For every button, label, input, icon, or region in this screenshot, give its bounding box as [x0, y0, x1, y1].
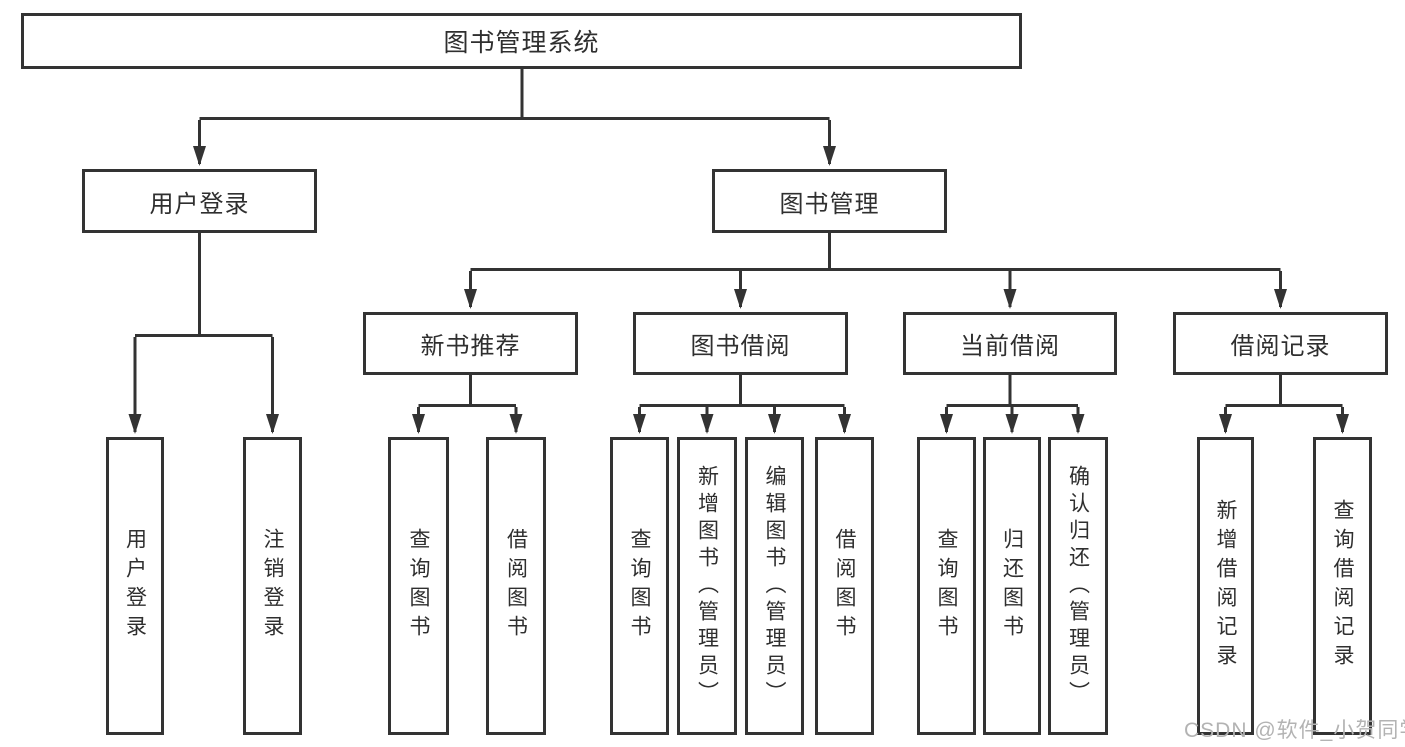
leaf-label: 查询图书: [935, 528, 958, 644]
connector-user-login-to-leaves: [128, 233, 279, 434]
node-book-borrow: 图书借阅: [633, 312, 848, 375]
leaf-label: 借阅图书: [504, 528, 528, 644]
leaf-bb-add-books-admin: 新增图书（管理员）: [677, 437, 737, 735]
leaf-cb-return-books: 归还图书: [983, 437, 1041, 735]
connector-new-book-rec-to-leaves: [412, 375, 523, 434]
connector-current-borrow-to-leaves: [940, 375, 1085, 434]
node-new-book-recommend: 新书推荐: [363, 312, 578, 375]
leaf-cb-confirm-return-admin: 确认归还（管理员）: [1048, 437, 1108, 735]
leaf-bb-query-books: 查询图书: [610, 437, 669, 735]
node-label: 图书管理系统: [443, 29, 600, 57]
leaf-label: 新增图书（管理员）: [695, 464, 719, 708]
connector-book-management-to-level3: [464, 233, 1287, 309]
leaf-nbr-query-books: 查询图书: [388, 437, 449, 735]
leaf-label: 编辑图书（管理员）: [763, 464, 786, 708]
leaf-label: 新增借阅记录: [1214, 499, 1237, 673]
leaf-label: 用户登录: [123, 528, 147, 644]
node-book-management: 图书管理: [712, 169, 947, 233]
node-label: 图书借阅: [690, 333, 791, 360]
node-current-borrow: 当前借阅: [903, 312, 1117, 375]
node-label: 用户登录: [149, 190, 250, 218]
leaf-logout: 注销登录: [243, 437, 302, 735]
node-library-management-system: 图书管理系统: [21, 13, 1022, 69]
leaf-cb-query-books: 查询图书: [917, 437, 976, 735]
leaf-nbr-borrow-books: 借阅图书: [486, 437, 546, 735]
leaf-label: 确认归还（管理员）: [1066, 464, 1090, 708]
leaf-label: 归还图书: [1000, 528, 1024, 644]
leaf-label: 查询借阅记录: [1331, 499, 1354, 673]
node-label: 新书推荐: [420, 333, 521, 360]
node-user-login: 用户登录: [82, 169, 317, 233]
leaf-br-add-record: 新增借阅记录: [1197, 437, 1254, 735]
leaf-user-login: 用户登录: [106, 437, 164, 735]
connector-book-borrow-to-leaves: [633, 375, 851, 434]
leaf-label: 查询图书: [407, 528, 430, 644]
connector-root-to-level2: [193, 69, 836, 166]
leaf-br-query-record: 查询借阅记录: [1313, 437, 1372, 735]
leaf-bb-borrow-books: 借阅图书: [815, 437, 874, 735]
node-label: 借阅记录: [1230, 333, 1331, 360]
node-label: 当前借阅: [960, 333, 1060, 360]
leaf-bb-edit-books-admin: 编辑图书（管理员）: [745, 437, 804, 735]
leaf-label: 查询图书: [628, 528, 651, 644]
node-label: 图书管理: [779, 190, 880, 218]
node-borrow-records: 借阅记录: [1173, 312, 1388, 375]
leaf-label: 注销登录: [261, 528, 284, 644]
connector-borrow-records-to-leaves: [1219, 375, 1349, 434]
leaf-label: 借阅图书: [833, 528, 856, 644]
csdn-watermark: CSDN @软件_小贺同学: [1184, 719, 1405, 742]
